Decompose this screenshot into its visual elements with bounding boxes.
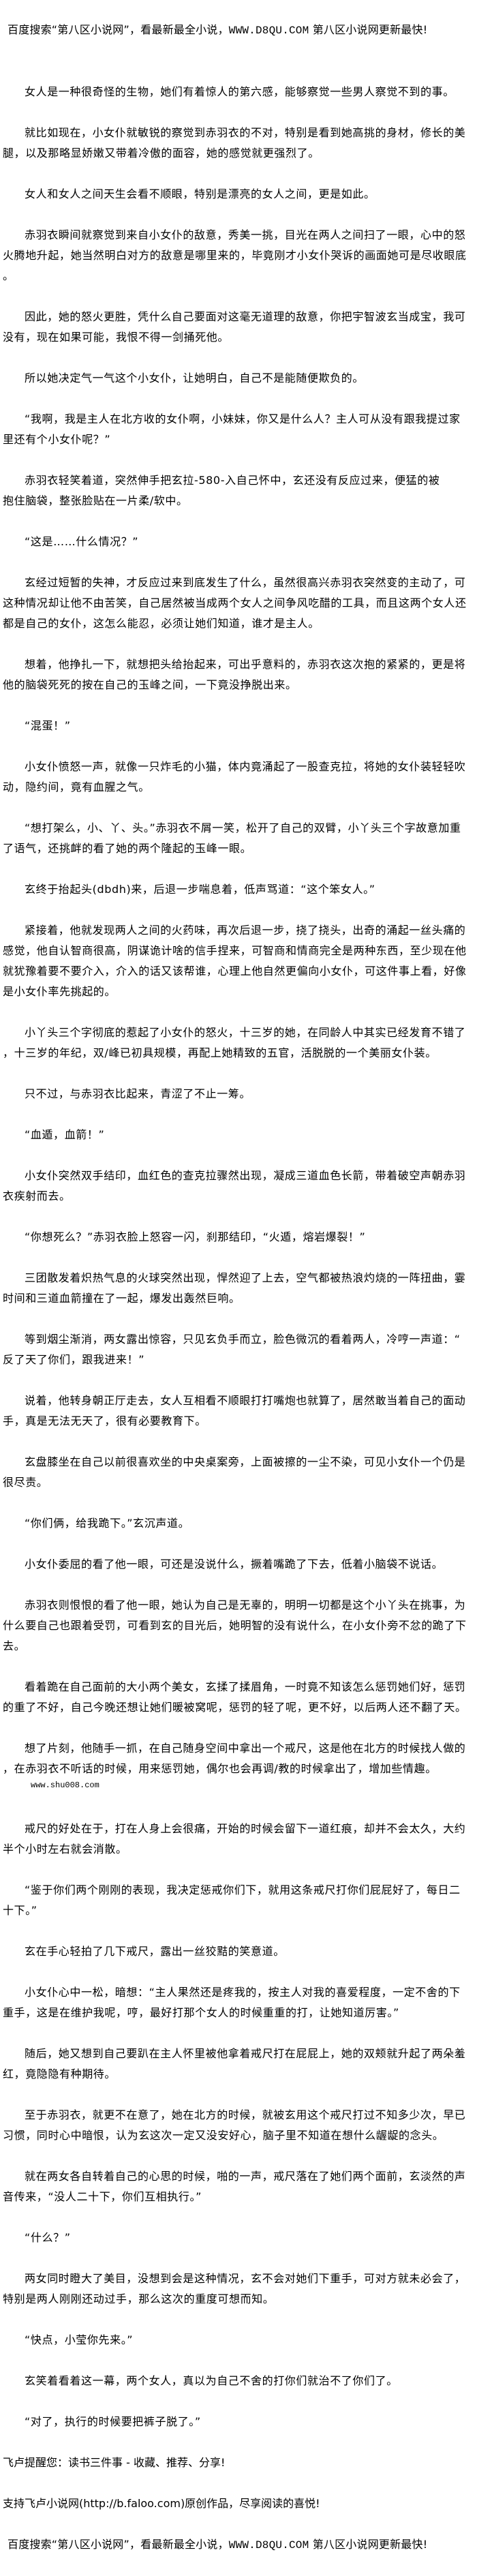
paragraph: 说着，他转身朝正厅走去，女人互相看不顺眼打打嘴炮也就算了，居然敢当着自己的面动手… [3,1394,466,1427]
site-banner-top: 百度搜索“第八区小说网”，看最新最全小说，WWW.D8QU.COM 第八区小说网… [0,20,477,41]
banner-suffix: 第八区小说网更新最快! [309,2538,428,2551]
footer-reminder: 飞卢提醒您：读书三件事 - 收藏、推荐、分享! [3,2456,226,2469]
paragraph: “你们俩，给我跪下。”玄沉声道。 [25,1517,190,1530]
chapter-body: 女人是一种很奇怪的生物，她们有着惊人的第六感，能够察觉一些男人察觉不到的事。就比… [0,82,477,2432]
site-watermark-text: www.shu008.com [31,1781,99,1790]
banner-prefix: 百度搜索“第八区小说网”，看最新最全小说， [7,2538,229,2551]
paragraph: 玄盘膝坐在自己以前很喜欢坐的中央桌案旁，上面被擦的一尘不染，可见小女仆一个仍是很… [3,1455,466,1489]
paragraph: “血遁，血箭！” [25,1128,105,1141]
paragraph: 两女同时瞪大了美目，没想到会是这种情况，玄不会对她们下重手，可对方就未必会了，特… [3,2272,466,2305]
banner-suffix: 第八区小说网更新最快! [309,23,428,36]
paragraph: 玄终于抬起头(dbdh)来，后退一步喘息着，低声骂道：“这个笨女人。” [25,883,375,896]
banner-url-link[interactable]: WWW.D8QU.COM [228,2539,309,2551]
paragraph: 赤羽衣轻笑着道，突然伸手把玄拉-580-入自己怀中，玄还没有反应过来，便猛的被 … [3,474,440,507]
paragraph: 戒尺的好处在于，打在人身上会很痛，开始的时候会留下一道红痕，却并不会太久，大约半… [3,1822,466,1855]
paragraph: “混蛋！” [25,719,71,732]
paragraph: 随后，她又想到自己要趴在主人怀里被他拿着戒尺打在屁屁上，她的双颊就升起了两朵羞红… [3,2047,466,2080]
paragraph: 至于赤羽衣，就更不在意了，她在北方的时候，就被玄用这个戒尺打过不知多少次，早已习… [3,2108,466,2142]
paragraph: 小女仆心中一松，暗想：“主人果然还是疼我的，按主人对我的喜爱程度，一定不舍的下重… [3,1986,461,2019]
paragraph: 就比如现在，小女仆就敏锐的察觉到赤羽衣的不对，特别是看到她高挑的身材，修长的美腿… [3,126,466,160]
paragraph: 小女仆委屈的看了他一眼，可还是没说什么，撅着嘴跪了下去，低着小脑袋不说话。 [25,1558,444,1571]
banner-url-link[interactable]: WWW.D8QU.COM [228,25,309,37]
paragraph: 玄在手心轻拍了几下戒尺，露出一丝狡黠的笑意道。 [25,1945,285,1958]
paragraph: 小女仆愤怒一声，就像一只炸毛的小猫，体内竟涌起了一股查克拉，将她的女仆装轻轻吹动… [3,760,466,793]
paragraph: “我啊，我是主人在北方收的女仆啊，小妹妹，你又是什么人？主人可从没有跟我提过家里… [3,412,461,446]
paragraph: 紧接着，他就发现两人之间的火药味，再次后退一步，挠了挠头，出奇的涌起一丝头痛的感… [3,924,467,998]
paragraph: 玄笑着看着这一幕，两个女人，真以为自己不舍的打你们就治不了你们了。 [25,2374,398,2387]
paragraph: 赤羽衣则恨恨的看了他一眼，她认为自己是无辜的，明明一切都是这个小丫头在挑事，为什… [3,1598,467,1652]
footer-support-link[interactable]: 支持飞卢小说网(http://b.faloo.com)原创作品，尽享阅读的喜悦! [3,2497,320,2510]
banner-prefix: 百度搜索“第八区小说网”，看最新最全小说， [7,23,229,36]
paragraph: 女人和女人之间天生会看不顺眼，特别是漂亮的女人之间，更是如此。 [25,187,375,200]
paragraph: “鉴于你们两个刚刚的表现，我决定惩戒你们下，就用这条戒尺打你们屁屁好了，每日二十… [3,1883,461,1917]
paragraph: “对了，执行的时候要把裤子脱了。” [25,2415,201,2428]
paragraph: 赤羽衣瞬间就察觉到来自小女仆的敌意，秀美一挑，目光在两人之间扫了一眼，心中的怒火… [3,228,467,282]
paragraph: “想打架么，小、丫、头。”赤羽衣不屑一笑，松开了自己的双臂，小丫头三个字故意加重… [3,821,461,855]
paragraph: 只不过，与赤羽衣比起来，青涩了不止一筹。 [25,1087,251,1100]
paragraph: 所以她决定气一气这个小女仆，让她明白，自己不是能随便欺负的。 [25,372,365,384]
paragraph: 想着，他挣扎一下，就想把头给抬起来，可出乎意料的，赤羽衣这次抱的紧紧的，更是将他… [3,658,466,691]
paragraph: 女人是一种很奇怪的生物，她们有着惊人的第六感，能够察觉一些男人察觉不到的事。 [25,85,455,98]
paragraph: 小女仆突然双手结印，血红色的查克拉骤然出现，凝成三道血色长箭，带着破空声朝赤羽衣… [3,1169,466,1202]
site-banner-bottom: 百度搜索“第八区小说网”，看最新最全小说，WWW.D8QU.COM 第八区小说网… [0,2534,477,2556]
paragraph: “你想死么？”赤羽衣脸上怒容一闪，刹那结印，“火遁，熔岩爆裂！” [25,1230,366,1243]
paragraph: “什么？” [25,2231,71,2244]
paragraph: 看着跪在自己面前的大小两个美女，玄揉了揉眉角，一时竟不知该怎么惩罚她们好，惩罚的… [3,1680,467,1714]
paragraph: 想了片刻，他随手一抓，在自己随身空间中拿出一个戒尺，这是他在北方的时候找人做的，… [3,1742,466,1775]
paragraph: 等到烟尘渐消，两女露出惊容，只见玄负手而立，脸色微沉的看着两人，冷哼一声道：“反… [3,1333,461,1366]
paragraph: “这是……什么情况？” [25,535,139,548]
paragraph: 就在两女各自转着自己的心思的时候，啪的一声，戒尺落在了她们两个面前，玄淡然的声音… [3,2170,466,2203]
paragraph: “快点，小莹你先来。” [25,2333,134,2346]
paragraph: 因此，她的怒火更胜，凭什么自己要面对这毫无道理的敌意，你把宇智波玄当成宝，我可没… [3,310,466,344]
paragraph: 玄经过短暂的失神，才反应过来到底发生了什么，虽然很高兴赤羽衣突然变的主动了，可这… [3,576,467,630]
paragraph: 小丫头三个字彻底的惹起了小女仆的怒火，十三岁的她，在同龄人中其实已经发育不错了，… [3,1026,466,1059]
paragraph: 三团散发着炽热气息的火球突然出现，悍然迎了上去，空气都被热浪灼烧的一阵扭曲，霎时… [3,1271,466,1305]
